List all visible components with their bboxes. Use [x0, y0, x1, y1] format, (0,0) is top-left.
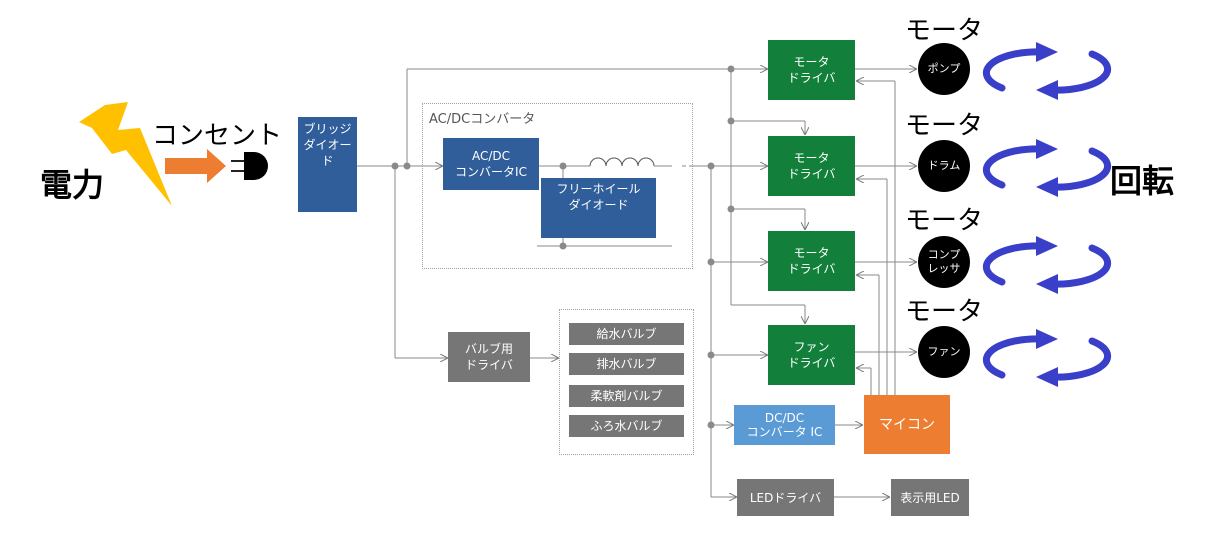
valve-item: 排水バルブ [569, 353, 684, 375]
compressor-motor: コンプ レッサ [918, 236, 970, 288]
driver-label-line2: ドライバ [787, 167, 836, 181]
valve-driver-block: バルブ用 ドライバ [448, 332, 530, 382]
drum-motor-driver-block: モータ ドライバ [768, 136, 855, 196]
rotation-label: 回転 [1110, 162, 1175, 200]
driver-label-line1: モータ [793, 151, 830, 165]
microcontroller-block: マイコン [864, 395, 950, 454]
pump-motor-label: ポンプ [927, 62, 961, 75]
dcdc-label-line1: DC/DC [764, 411, 805, 425]
power-flow-arrow-icon [165, 149, 226, 183]
bridge-diode-block: ブリッジ ダイオード [298, 117, 357, 212]
power-label: 電力 [40, 166, 105, 204]
fan-driver-block: ファン ドライバ [768, 325, 855, 385]
dcdc-label-line2: コンバータ IC [746, 425, 823, 439]
bridge-diode-label-line2: ダイオード [303, 138, 352, 168]
led-driver-block: LEDドライバ [737, 479, 834, 516]
valve-driver-label-line2: ドライバ [465, 358, 513, 372]
plug-icon [231, 152, 268, 180]
motor-title: モータ [905, 16, 984, 46]
valve-item: 柔軟剤バルブ [569, 385, 684, 407]
driver-label-line2: ドライバ [787, 71, 836, 85]
compressor-motor-label-line2: レッサ [927, 262, 961, 275]
display-led-block: 表示用LED [891, 479, 969, 516]
driver-label-line1: ファン [793, 340, 830, 354]
acdc-ic-label-line2: コンバータIC [455, 165, 527, 179]
drum-motor-label: ドラム [927, 159, 961, 172]
outlet-label: コンセント [152, 121, 283, 151]
lightning-icon [79, 102, 172, 206]
valve-driver-label-line1: バルブ用 [464, 342, 513, 356]
acdc-ic-label-line1: AC/DC [471, 149, 511, 163]
fan-motor: ファン [918, 326, 970, 378]
driver-label-line1: モータ [793, 246, 830, 260]
valve-item: ふろ水バルブ [569, 415, 684, 437]
acdc-ic-block: AC/DC コンバータIC [443, 138, 539, 190]
acdc-converter-group [422, 103, 693, 269]
pump-motor-driver-block: モータ ドライバ [768, 40, 855, 100]
driver-label-line2: ドライバ [787, 262, 836, 276]
motor-title: モータ [905, 206, 984, 236]
compressor-motor-driver-block: モータ ドライバ [768, 231, 855, 291]
valve-item: 給水バルブ [569, 323, 684, 345]
freewheel-diode-label-line2: ダイオード [568, 198, 629, 212]
drum-motor: ドラム [918, 140, 970, 192]
acdc-group-label: AC/DCコンバータ [429, 112, 536, 127]
dcdc-converter-block: DC/DC コンバータ IC [734, 405, 835, 445]
freewheel-diode-label-line1: フリーホイール [556, 182, 641, 196]
bridge-diode-label-line1: ブリッジ [303, 122, 352, 136]
valve-group [559, 309, 694, 455]
driver-label-line1: モータ [793, 55, 830, 69]
motor-title: モータ [905, 111, 984, 141]
driver-label-line2: ドライバ [787, 356, 836, 370]
fan-motor-label: ファン [927, 345, 961, 358]
freewheel-diode-block: フリーホイール ダイオード [541, 178, 656, 238]
rotation-arrow-icon [982, 48, 1112, 381]
compressor-motor-label-line1: コンプ [927, 248, 961, 261]
motor-title: モータ [905, 297, 984, 327]
pump-motor: ポンプ [918, 43, 970, 95]
